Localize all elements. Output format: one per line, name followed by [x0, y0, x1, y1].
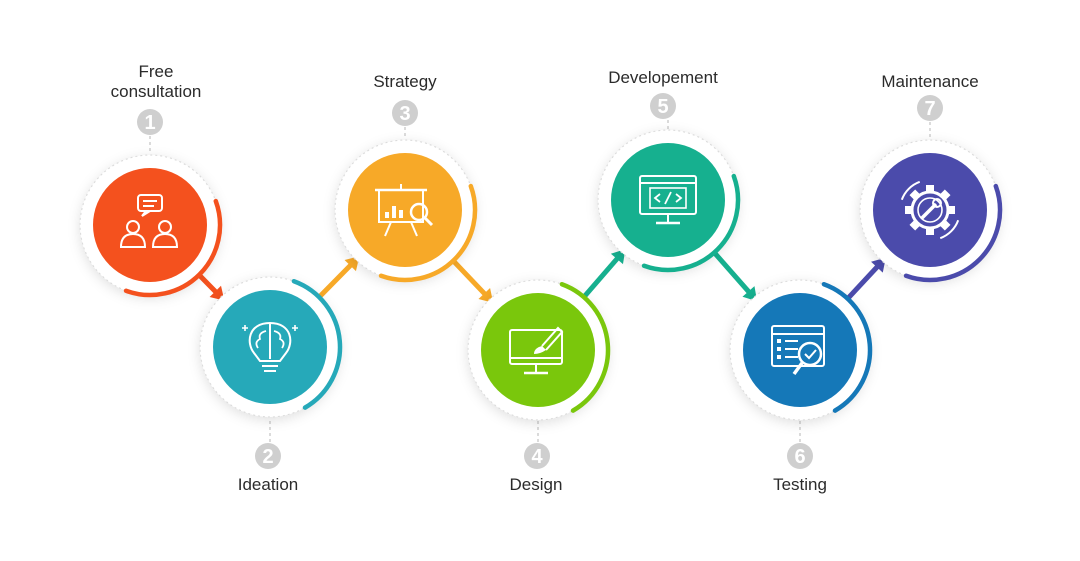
- step-number-badge: 5: [650, 93, 676, 119]
- step-label: Testing: [773, 475, 827, 494]
- code-monitor-icon: [639, 175, 697, 225]
- step-number-badge: 4: [524, 443, 550, 469]
- connector-arrow-2-3: [312, 256, 360, 304]
- connector-arrow-3-4: [446, 253, 494, 303]
- step-number: 7: [924, 98, 935, 120]
- step-accent-arc: [903, 183, 1003, 283]
- step-label: Design: [510, 475, 563, 494]
- step-label: Developement: [608, 68, 718, 87]
- step-number-badge: 6: [787, 443, 813, 469]
- step-number: 6: [794, 446, 805, 468]
- step-number: 4: [531, 446, 543, 468]
- process-step-3: 3 Strategy: [334, 72, 478, 283]
- step-number-badge: 1: [137, 109, 163, 135]
- step-accent-arc: [378, 183, 478, 283]
- step-number-badge: 7: [917, 95, 943, 121]
- process-step-7: 7 Maintenance: [859, 72, 1003, 283]
- connector-arrow-4-5: [577, 249, 626, 305]
- step-circle: [93, 168, 207, 282]
- connector-arrow-6-7: [841, 257, 886, 306]
- step-label: Free: [139, 62, 174, 81]
- brain-bulb-icon: [242, 321, 298, 372]
- connector-arrow-5-6: [707, 245, 758, 302]
- step-label: Strategy: [373, 72, 437, 91]
- step-number-badge: 3: [392, 100, 418, 126]
- step-number-badge: 2: [255, 443, 281, 469]
- step-number: 3: [399, 103, 410, 125]
- gear-wrench-icon: [900, 180, 960, 240]
- step-accent-arc: [641, 173, 741, 273]
- consultation-icon: [119, 194, 179, 248]
- step-number: 2: [262, 446, 273, 468]
- step-label: Ideation: [238, 475, 299, 494]
- step-accent-arc: [559, 281, 611, 413]
- step-label: consultation: [111, 82, 202, 101]
- step-accent-arc: [123, 198, 223, 298]
- process-step-5: 5 Developement: [597, 68, 741, 273]
- step-label: Maintenance: [881, 72, 978, 91]
- monitor-brush-icon: [509, 326, 564, 375]
- step-number: 1: [144, 112, 155, 134]
- step-accent-arc: [821, 281, 873, 413]
- step-circle: [348, 153, 462, 267]
- presentation-board-icon: [375, 184, 434, 237]
- step-number: 5: [657, 96, 668, 118]
- testing-window-icon: [771, 325, 825, 376]
- step-accent-arc: [291, 278, 343, 410]
